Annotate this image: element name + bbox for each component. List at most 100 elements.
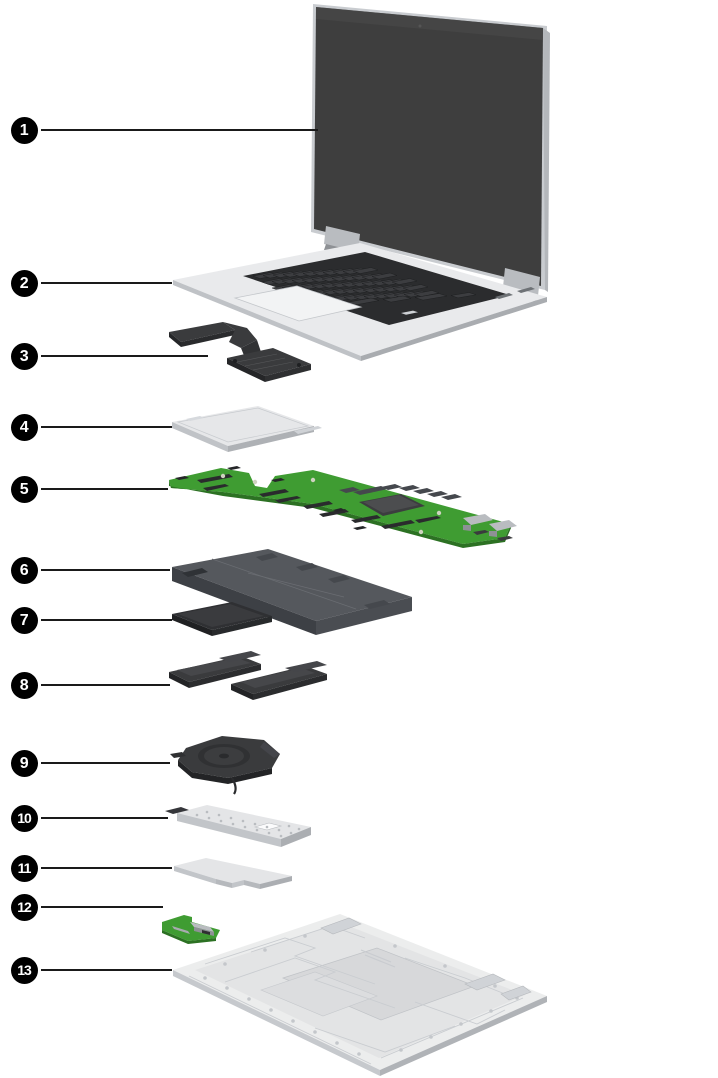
fan-cable (231, 777, 237, 795)
leader-line-11 (41, 867, 172, 869)
top-cover-front-edge (173, 280, 361, 361)
touchpad-area (233, 285, 363, 322)
fan-connector (170, 752, 186, 758)
heat-pipe-front (181, 330, 235, 347)
battery-connector (182, 568, 208, 577)
touchpad-right-edge (228, 426, 314, 452)
battery-right-face (316, 597, 412, 635)
heat-sink-screw (297, 363, 301, 367)
speaker-left-end (169, 672, 189, 688)
part-support-bracket (163, 795, 323, 853)
part-battery (168, 545, 418, 645)
board-screw-holes (220, 473, 442, 535)
speaker-right-tab (285, 661, 327, 672)
heat-sink-plate-front (227, 358, 265, 382)
usb-pcb (162, 915, 220, 941)
touchpad-cable (294, 426, 322, 434)
bracket-front-face (177, 813, 281, 847)
touchpad-inner-line (176, 407, 310, 443)
leader-line-2 (41, 282, 172, 284)
board-well (260, 971, 378, 1017)
bracket-holes (195, 810, 301, 838)
ssd-front-face (172, 614, 212, 636)
part-speakers (165, 650, 350, 708)
leader-line-12 (41, 906, 163, 908)
shield-notch-right (232, 880, 244, 888)
leader-line-10 (41, 817, 168, 819)
speaker-left-front (189, 664, 261, 688)
bottom-cover-front-edge (173, 970, 380, 1076)
io-ports (463, 514, 517, 541)
display-screen (314, 7, 543, 286)
memory-chips (339, 484, 462, 500)
fan-housing-side (178, 760, 272, 784)
ssd-label (178, 604, 264, 627)
callout-marker-10[interactable]: 10 (10, 804, 38, 832)
part-usb-board (158, 908, 238, 948)
callout-marker-9[interactable]: 9 (10, 749, 38, 777)
callout-marker-3[interactable]: 3 (10, 342, 38, 370)
fan-hub (219, 753, 229, 759)
leader-line-5 (41, 488, 168, 490)
usb-port-opening (202, 930, 210, 935)
part-shield-cover (168, 852, 298, 894)
battery-cell-seams (211, 558, 357, 610)
leader-line-3 (41, 355, 208, 357)
callout-marker-5[interactable]: 5 (10, 475, 38, 503)
vent-slots (360, 949, 396, 968)
fan-vent (260, 742, 280, 758)
heat-sink-fins (236, 353, 294, 371)
part-ssd (168, 600, 278, 646)
touchpad-surface (172, 406, 314, 446)
heat-sink-screw (233, 359, 237, 363)
battery-top-face (172, 549, 412, 621)
leader-line-4 (41, 426, 172, 428)
usb-connector-b (172, 926, 190, 934)
heat-sink-neck (223, 322, 257, 348)
battery-front-face (172, 567, 316, 635)
battery-tabs (256, 553, 350, 583)
bracket-tab (165, 807, 189, 814)
touchpad-front-edge (172, 422, 228, 452)
shield-right-face (260, 876, 292, 889)
leader-line-1 (41, 129, 318, 131)
shield-front-face (174, 866, 216, 884)
usb-connector-a (190, 922, 214, 932)
part-heat-sink (165, 318, 325, 394)
webcam-icon (418, 24, 422, 28)
bracket-right-face (281, 827, 311, 847)
part-fan (168, 730, 293, 796)
part-bottom-cover (165, 898, 555, 1078)
hinge-mounts (320, 917, 532, 1001)
part-touchpad (166, 400, 326, 462)
speaker-left-tab (219, 651, 261, 662)
leader-line-6 (41, 569, 170, 571)
battery-latch (364, 600, 390, 609)
callout-marker-11[interactable]: 11 (10, 854, 38, 882)
shield-notch-face (216, 879, 232, 888)
heat-sink-plate-right (265, 364, 311, 382)
callout-marker-12[interactable]: 12 (10, 893, 38, 921)
bottom-cover-right-edge (380, 996, 547, 1076)
shield-top-face (174, 858, 292, 884)
leader-line-9 (41, 762, 170, 764)
leader-line-8 (41, 684, 170, 686)
callout-marker-4[interactable]: 4 (10, 413, 38, 441)
callout-marker-13[interactable]: 13 (10, 956, 38, 984)
ssd-right-face (212, 616, 272, 636)
callout-marker-2[interactable]: 2 (10, 269, 38, 297)
fingerprint-reader (401, 310, 418, 315)
display-edge-right (543, 28, 550, 292)
callout-marker-6[interactable]: 6 (10, 556, 38, 584)
board-components (175, 466, 367, 530)
pcb-substrate (169, 468, 511, 544)
side-ports (495, 287, 535, 299)
callout-marker-1[interactable]: 1 (10, 116, 38, 144)
speaker-right-front (253, 674, 327, 700)
part-keyboard-top-cover (165, 235, 555, 365)
internal-ribs (188, 925, 524, 1065)
callout-marker-7[interactable]: 7 (10, 606, 38, 634)
callout-marker-8[interactable]: 8 (10, 671, 38, 699)
pcb-edge-shadow (169, 480, 511, 548)
